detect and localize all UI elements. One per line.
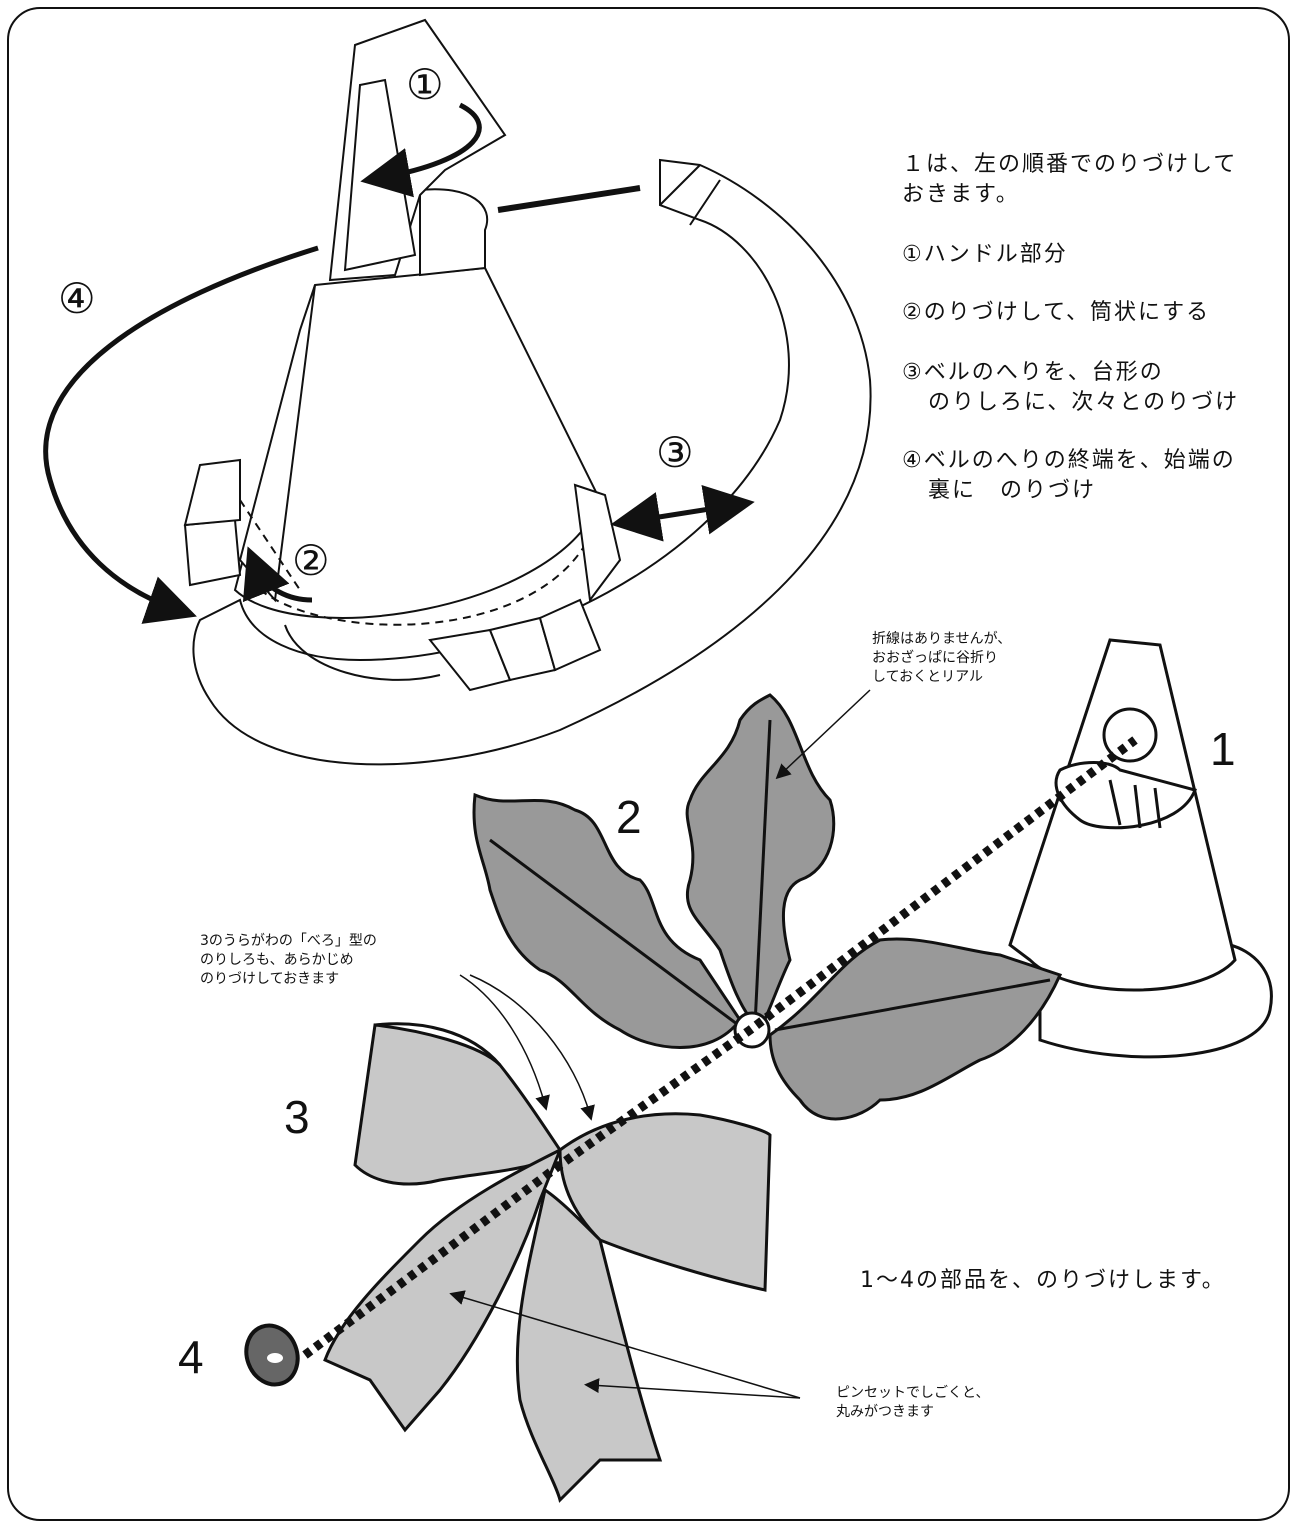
tab-note-line1: 3のうらがわの「べろ」型の bbox=[200, 933, 377, 949]
tab-note: 3のうらがわの「べろ」型の のりしろも、あらかじめ のりづけしておきます bbox=[200, 932, 377, 989]
instruction-intro-line2: おきます。 bbox=[902, 182, 1020, 207]
page-frame bbox=[7, 7, 1290, 1521]
fold-note-line2: おおざっぱに谷折り bbox=[872, 650, 998, 666]
part-number-4: 4 bbox=[178, 1331, 204, 1383]
tab-note-line2: のりしろも、あらかじめ bbox=[200, 952, 354, 968]
instruction-step3-line1: ③ベルのへりを、台形の bbox=[902, 360, 1164, 385]
arrow-step3 bbox=[610, 484, 755, 542]
instruction-step2: ②のりづけして、筒状にする bbox=[902, 300, 1211, 325]
part3-ribbon bbox=[323, 1022, 772, 1503]
holly-leaf-right bbox=[768, 937, 1063, 1121]
marker-4: ④ bbox=[58, 274, 96, 323]
marker-3: ③ bbox=[656, 428, 694, 477]
part-number-2: 2 bbox=[616, 791, 642, 843]
instruction-step4-line2: 裏に のりづけ bbox=[928, 478, 1097, 503]
fold-note-pointer bbox=[775, 689, 871, 780]
holly-leaf-left bbox=[472, 792, 742, 1049]
ribbon-tail-left bbox=[323, 1146, 563, 1433]
marker-2: ② bbox=[292, 536, 330, 585]
tweezers-note-line1: ピンセットでしごくと、 bbox=[836, 1385, 990, 1401]
instruction-step3-line2: のりしろに、次々とのりづけ bbox=[928, 390, 1240, 415]
tweezers-note-line2: 丸みがつきます bbox=[836, 1404, 934, 1420]
fold-note-line3: しておくとリアル bbox=[872, 669, 984, 685]
assembly-guide-line bbox=[302, 736, 1138, 1359]
part2-holly bbox=[472, 693, 1063, 1121]
fold-note-line1: 折線はありませんが、 bbox=[872, 631, 1012, 647]
arrow-step1 bbox=[360, 102, 482, 198]
part-number-3: 3 bbox=[284, 1091, 310, 1143]
arrow-step4 bbox=[43, 245, 319, 624]
tweezers-pointer-1 bbox=[449, 1290, 801, 1399]
arrow-step2 bbox=[242, 546, 313, 603]
holly-leaf-top bbox=[685, 693, 836, 1033]
tab-note-pointer-1 bbox=[459, 974, 550, 1111]
bell-brim bbox=[192, 158, 872, 766]
assembly-note: 1～4の部品を、のりづけします。 bbox=[860, 1268, 1226, 1293]
instruction-step4-line1: ④ベルのへりの終端を、始端の bbox=[902, 448, 1236, 473]
instruction-step3: ③ベルのへりを、台形の のりしろに、次々とのりづけ bbox=[902, 358, 1239, 418]
marker-1: ① bbox=[406, 60, 444, 109]
part1-bell bbox=[1008, 638, 1273, 1059]
instruction-intro: １は、左の順番でのりづけして おきます。 bbox=[902, 150, 1237, 210]
bell-assembly bbox=[183, 18, 872, 766]
instruction-intro-line1: １は、左の順番でのりづけして bbox=[902, 152, 1238, 177]
ribbon-loop-right bbox=[558, 1112, 772, 1292]
tab-note-pointer-2 bbox=[469, 974, 595, 1121]
instruction-step4: ④ベルのへりの終端を、始端の 裏に のりづけ bbox=[902, 446, 1236, 506]
ribbon-tail-right bbox=[515, 1187, 663, 1503]
part-number-1: 1 bbox=[1210, 723, 1236, 775]
tweezers-note: ピンセットでしごくと、 丸みがつきます bbox=[836, 1384, 989, 1422]
instruction-step1: ①ハンドル部分 bbox=[902, 242, 1068, 267]
part4-berry bbox=[244, 1323, 300, 1387]
fold-note: 折線はありませんが、 おおざっぱに谷折り しておくとリアル bbox=[872, 630, 1011, 687]
tab-note-line3: のりづけしておきます bbox=[200, 971, 340, 987]
tweezers-pointer-2 bbox=[584, 1378, 801, 1399]
ribbon-loop-left bbox=[353, 1023, 562, 1186]
